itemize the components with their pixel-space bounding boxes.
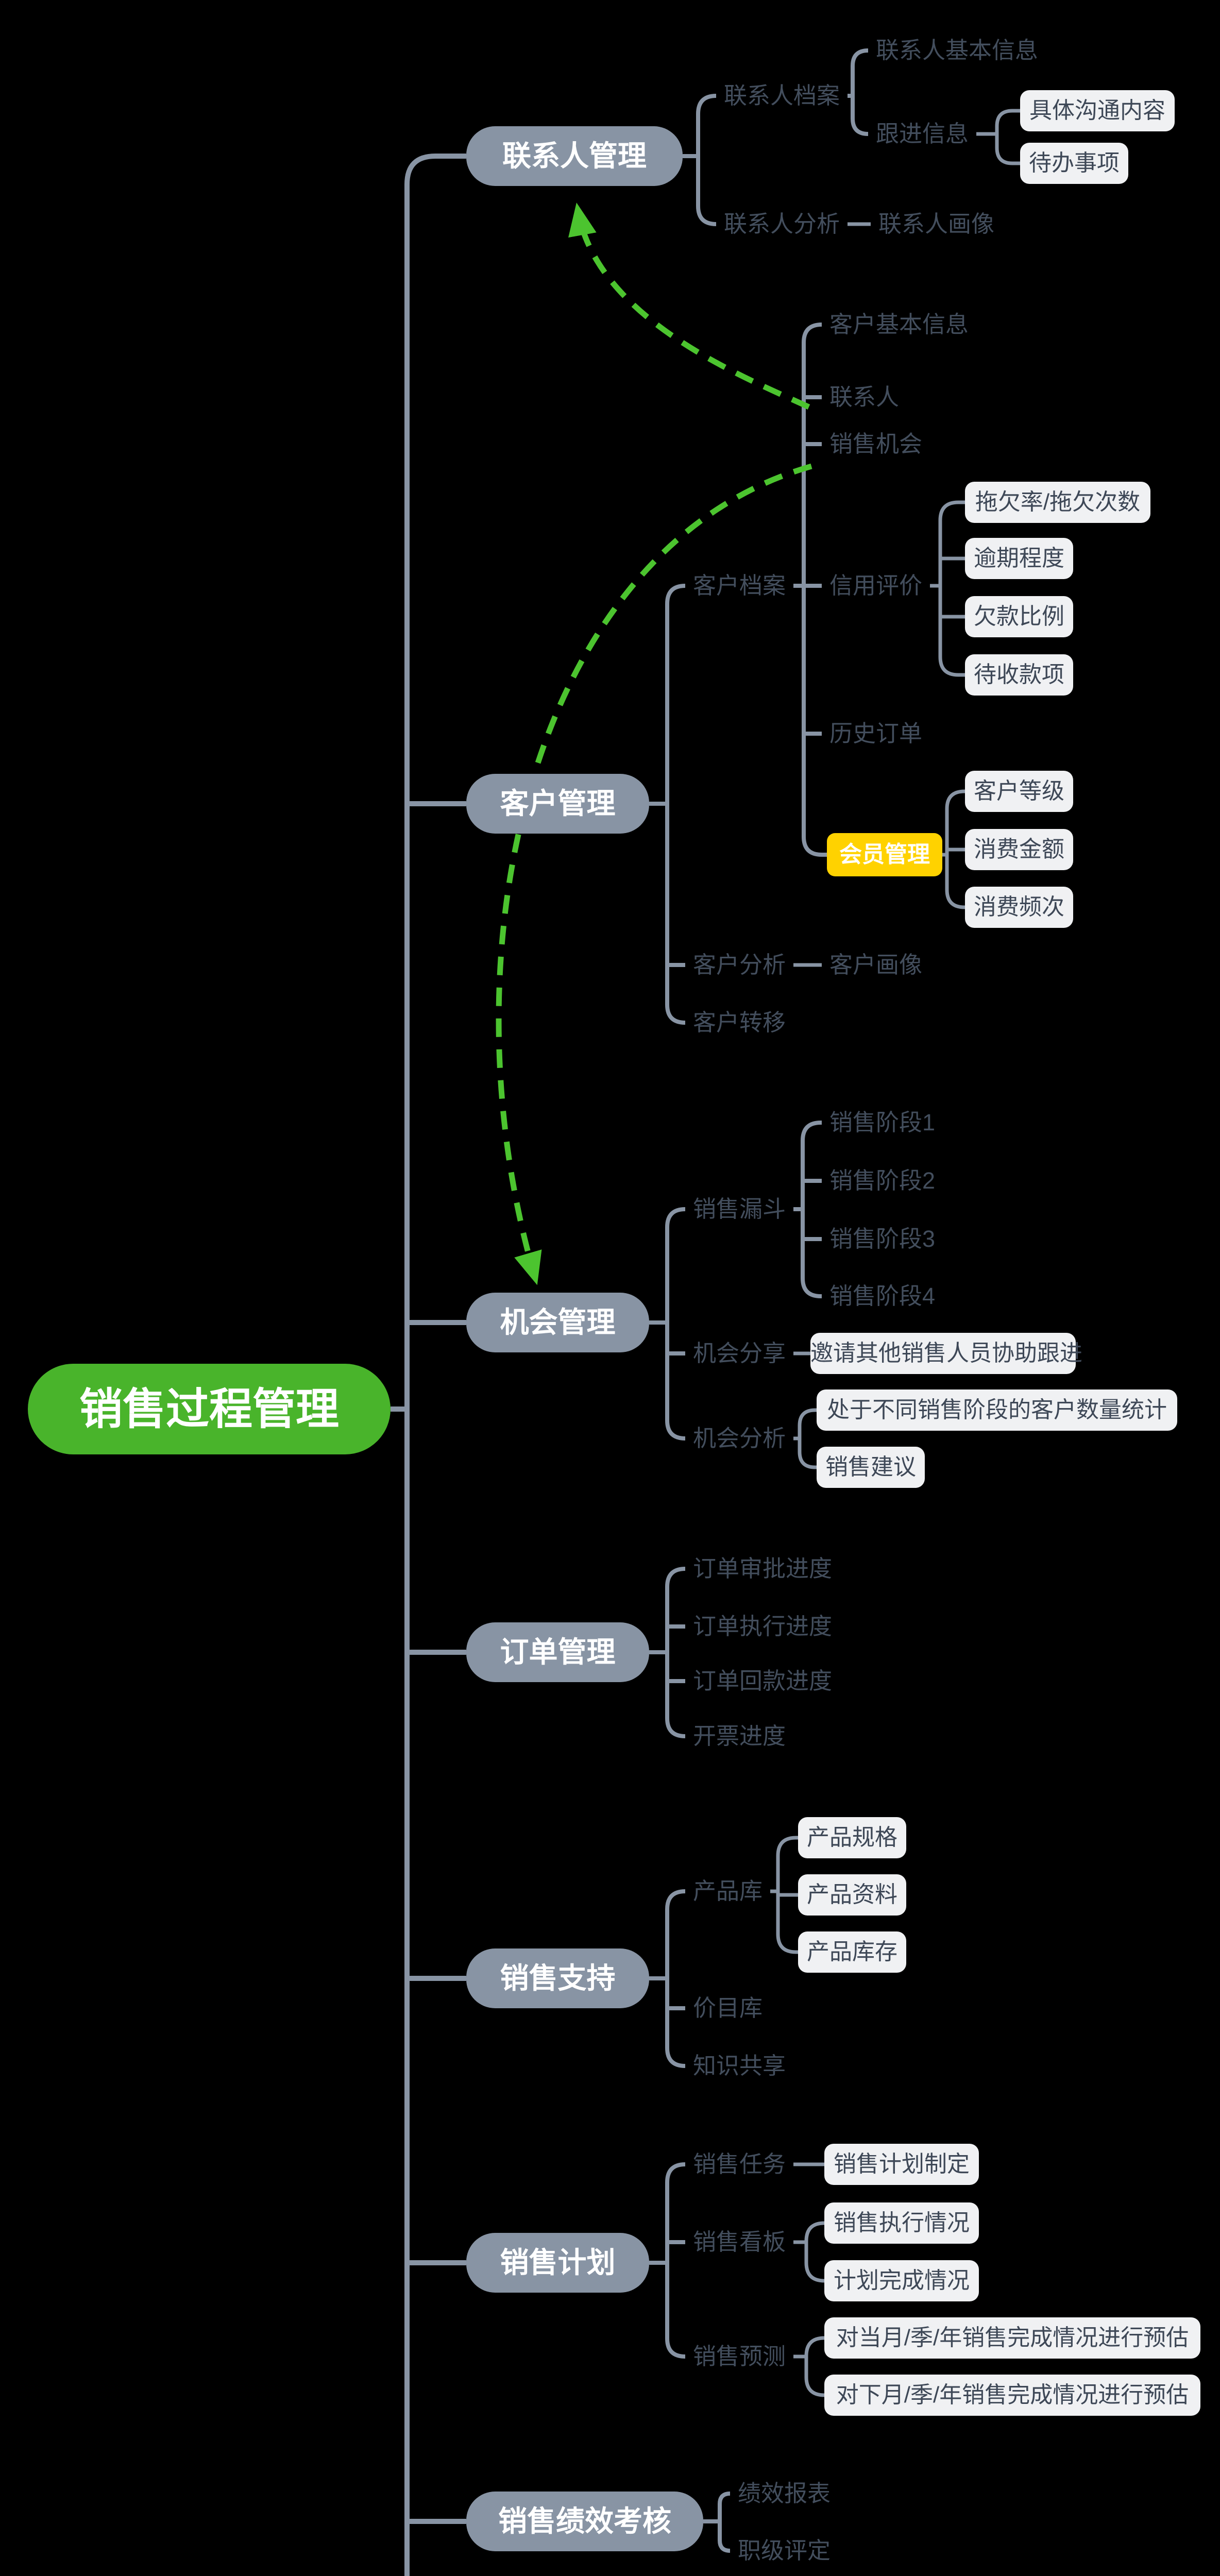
node-todo-items[interactable]: 待办事项 xyxy=(1020,143,1128,184)
connector-product-library xyxy=(770,1836,798,1954)
node-order-management[interactable]: 订单管理 xyxy=(466,1622,649,1682)
connector-member-management xyxy=(942,789,965,909)
node-sales-opportunity[interactable]: 销售机会 xyxy=(829,431,923,457)
node-sales-dashboard[interactable]: 销售看板 xyxy=(693,2229,786,2255)
node-consumption-frequency[interactable]: 消费频次 xyxy=(965,887,1073,928)
connector-sales-forecast xyxy=(793,2336,825,2397)
node-opportunity-management[interactable]: 机会管理 xyxy=(466,1293,649,1352)
connector-contact-branch xyxy=(683,94,717,226)
node-rank-evaluation[interactable]: 职级评定 xyxy=(738,2537,831,2564)
node-debt-ratio[interactable]: 欠款比例 xyxy=(965,596,1073,637)
node-contact-archive[interactable]: 联系人档案 xyxy=(724,82,840,109)
node-customer-basic-info[interactable]: 客户基本信息 xyxy=(829,311,969,337)
node-next-period-forecast[interactable]: 对下月/季/年销售完成情况进行预估 xyxy=(824,2375,1200,2416)
connector-opportunity-branch xyxy=(649,1207,686,1440)
node-sales-stage-1[interactable]: 销售阶段1 xyxy=(829,1109,936,1136)
node-product-inventory[interactable]: 产品库存 xyxy=(798,1931,906,1973)
connector-performance-branch xyxy=(703,2492,731,2553)
node-contact-portrait[interactable]: 联系人画像 xyxy=(878,211,995,237)
node-credit-evaluation[interactable]: 信用评价 xyxy=(829,572,923,599)
node-member-management[interactable]: 会员管理 xyxy=(827,833,942,876)
node-pending-receivables[interactable]: 待收款项 xyxy=(965,654,1073,696)
node-arrears-rate[interactable]: 拖欠率/拖欠次数 xyxy=(965,482,1150,523)
node-stage-customer-stats[interactable]: 处于不同销售阶段的客户数量统计 xyxy=(817,1389,1177,1431)
connector-trunk xyxy=(391,154,466,2576)
node-customer-level[interactable]: 客户等级 xyxy=(965,771,1073,812)
node-sales-stage-2[interactable]: 销售阶段2 xyxy=(829,1167,936,1194)
connector-follow-up xyxy=(976,109,1020,165)
connector-opportunity-analysis xyxy=(793,1408,817,1469)
node-price-library[interactable]: 价目库 xyxy=(693,1995,763,2021)
connector-customer-branch xyxy=(649,584,686,1025)
node-customer-analysis[interactable]: 客户分析 xyxy=(693,952,786,978)
node-invite-assist-follow-up[interactable]: 邀请其他销售人员协助跟进 xyxy=(810,1333,1082,1374)
connector-sales-dashboard xyxy=(793,2221,825,2283)
node-customer-transfer[interactable]: 客户转移 xyxy=(693,1009,786,1036)
node-performance-report[interactable]: 绩效报表 xyxy=(738,2480,831,2506)
connector-customer-archive xyxy=(793,323,827,857)
node-customer-portrait[interactable]: 客户画像 xyxy=(829,952,923,978)
node-contact-basic-info[interactable]: 联系人基本信息 xyxy=(876,37,1039,63)
node-order-approval-progress[interactable]: 订单审批进度 xyxy=(693,1555,833,1582)
node-customer-management[interactable]: 客户管理 xyxy=(466,774,649,834)
node-opportunity-sharing[interactable]: 机会分享 xyxy=(693,1340,786,1366)
node-opportunity-analysis[interactable]: 机会分析 xyxy=(693,1425,786,1451)
node-sales-execution-status[interactable]: 销售执行情况 xyxy=(824,2202,979,2244)
node-product-material[interactable]: 产品资料 xyxy=(798,1874,906,1916)
node-contact-management[interactable]: 联系人管理 xyxy=(466,126,683,186)
root-node-sales-process-management[interactable]: 销售过程管理 xyxy=(28,1364,391,1454)
node-sales-plan[interactable]: 销售计划 xyxy=(466,2233,649,2293)
node-plan-completion-status[interactable]: 计划完成情况 xyxy=(824,2260,979,2301)
node-sales-suggestion[interactable]: 销售建议 xyxy=(817,1447,925,1488)
node-contact-analysis[interactable]: 联系人分析 xyxy=(724,211,840,237)
connector-support-branch xyxy=(649,1889,686,2068)
node-sales-support[interactable]: 销售支持 xyxy=(466,1948,649,2008)
node-overdue-degree[interactable]: 逾期程度 xyxy=(965,538,1073,579)
node-order-execution-progress[interactable]: 订单执行进度 xyxy=(693,1613,833,1639)
node-knowledge-sharing[interactable]: 知识共享 xyxy=(693,2053,786,2079)
connector-order-branch xyxy=(649,1567,686,1738)
node-current-period-forecast[interactable]: 对当月/季/年销售完成情况进行预估 xyxy=(824,2317,1200,2359)
node-history-orders[interactable]: 历史订单 xyxy=(829,720,923,747)
green-dashed-arrow-to-contact-management xyxy=(568,202,810,410)
connector-plan-branch xyxy=(649,2162,686,2359)
node-invoicing-progress[interactable]: 开票进度 xyxy=(693,1723,786,1749)
node-sales-performance-assessment[interactable]: 销售绩效考核 xyxy=(466,2492,703,2551)
node-product-library[interactable]: 产品库 xyxy=(693,1878,763,1904)
node-sales-plan-making[interactable]: 销售计划制定 xyxy=(824,2144,979,2185)
connector-credit-evaluation xyxy=(930,500,965,677)
node-sales-funnel[interactable]: 销售漏斗 xyxy=(693,1196,786,1222)
node-sales-stage-3[interactable]: 销售阶段3 xyxy=(829,1226,936,1252)
node-sales-stage-4[interactable]: 销售阶段4 xyxy=(829,1283,936,1309)
node-consumption-amount[interactable]: 消费金额 xyxy=(965,829,1073,870)
node-communication-content[interactable]: 具体沟通内容 xyxy=(1020,90,1175,131)
node-sales-forecast[interactable]: 销售预测 xyxy=(693,2343,786,2369)
node-product-spec[interactable]: 产品规格 xyxy=(798,1817,906,1858)
node-follow-up-info[interactable]: 跟进信息 xyxy=(876,121,969,147)
node-order-payment-progress[interactable]: 订单回款进度 xyxy=(693,1668,833,1694)
node-contact-person[interactable]: 联系人 xyxy=(829,384,900,410)
connector-sales-funnel xyxy=(793,1121,822,1298)
connector-contact-archive xyxy=(848,48,869,136)
node-sales-task[interactable]: 销售任务 xyxy=(693,2151,786,2177)
node-customer-archive[interactable]: 客户档案 xyxy=(693,572,786,599)
